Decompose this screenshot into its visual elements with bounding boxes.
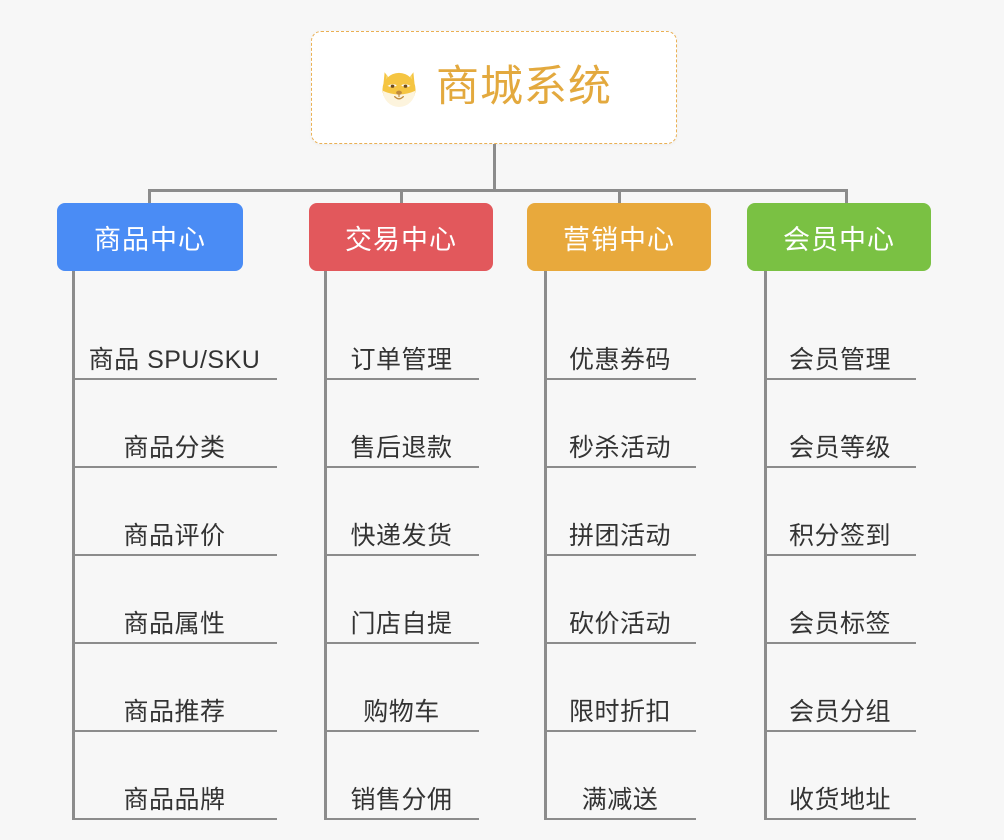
leaf-item[interactable]: 限时折扣: [544, 644, 696, 732]
shiba-dog-face-icon: [376, 65, 422, 111]
leaf-item-label: 会员管理: [788, 345, 891, 374]
leaf-item[interactable]: 销售分佣: [324, 732, 479, 820]
leaf-item-label: 快递发货: [350, 521, 453, 550]
leaf-item[interactable]: 商品推荐: [72, 644, 277, 732]
leaf-item[interactable]: 快递发货: [324, 468, 479, 556]
leaf-item-label: 优惠券码: [568, 345, 671, 374]
connector-drop-2: [400, 189, 403, 206]
leaf-item-label: 积分签到: [788, 521, 891, 550]
category-header-4[interactable]: 会员中心: [747, 203, 931, 271]
leaf-item-label: 商品推荐: [123, 697, 226, 726]
category-header-label: 营销中心: [563, 224, 675, 255]
leaf-item[interactable]: 订单管理: [324, 292, 479, 380]
connector-drop-4: [845, 189, 848, 206]
category-spine-3: [544, 271, 547, 820]
category-spine-2: [324, 271, 327, 820]
leaf-item-label: 订单管理: [350, 345, 453, 374]
leaf-item-label: 会员分组: [788, 697, 891, 726]
leaf-item-label: 收货地址: [788, 785, 891, 814]
root-title: 商城系统: [436, 63, 612, 111]
leaf-item[interactable]: 商品品牌: [72, 732, 277, 820]
category-header-label: 会员中心: [783, 224, 895, 255]
leaf-item[interactable]: 砍价活动: [544, 556, 696, 644]
leaf-item[interactable]: 商品评价: [72, 468, 277, 556]
leaf-item-label: 会员等级: [788, 433, 891, 462]
connector-root-stem: [493, 144, 496, 191]
leaf-item[interactable]: 秒杀活动: [544, 380, 696, 468]
leaf-item[interactable]: 会员管理: [764, 292, 916, 380]
leaf-item[interactable]: 积分签到: [764, 468, 916, 556]
category-header-2[interactable]: 交易中心: [309, 203, 493, 271]
leaf-item-label: 商品评价: [123, 521, 226, 550]
leaf-item-label: 会员标签: [788, 609, 891, 638]
connector-drop-1: [148, 189, 151, 206]
leaf-item-label: 商品品牌: [123, 785, 226, 814]
leaf-item-label: 砍价活动: [568, 609, 671, 638]
leaf-item[interactable]: 会员分组: [764, 644, 916, 732]
leaf-item[interactable]: 收货地址: [764, 732, 916, 820]
leaf-item[interactable]: 优惠券码: [544, 292, 696, 380]
leaf-item-label: 商品 SPU/SKU: [88, 345, 261, 374]
leaf-item-label: 秒杀活动: [568, 433, 671, 462]
leaf-item-label: 拼团活动: [568, 521, 671, 550]
leaf-item[interactable]: 会员标签: [764, 556, 916, 644]
leaf-item-label: 门店自提: [350, 609, 453, 638]
category-spine-4: [764, 271, 767, 820]
category-header-label: 交易中心: [345, 224, 457, 255]
leaf-item[interactable]: 购物车: [324, 644, 479, 732]
connector-horizontal-bar: [148, 189, 848, 192]
leaf-item-label: 限时折扣: [568, 697, 671, 726]
leaf-item[interactable]: 售后退款: [324, 380, 479, 468]
leaf-item[interactable]: 会员等级: [764, 380, 916, 468]
connector-drop-3: [618, 189, 621, 206]
leaf-item-label: 销售分佣: [350, 785, 453, 814]
leaf-item[interactable]: 商品分类: [72, 380, 277, 468]
leaf-item[interactable]: 拼团活动: [544, 468, 696, 556]
category-header-label: 商品中心: [94, 224, 206, 255]
category-header-1[interactable]: 商品中心: [57, 203, 243, 271]
leaf-item-label: 商品分类: [123, 433, 226, 462]
leaf-item[interactable]: 商品 SPU/SKU: [72, 292, 277, 380]
leaf-item-label: 购物车: [363, 697, 440, 726]
category-header-3[interactable]: 营销中心: [527, 203, 711, 271]
leaf-item[interactable]: 门店自提: [324, 556, 479, 644]
leaf-item-label: 售后退款: [350, 433, 453, 462]
leaf-item[interactable]: 商品属性: [72, 556, 277, 644]
root-node-mall-system[interactable]: 商城系统: [311, 31, 677, 144]
leaf-item-label: 满减送: [581, 785, 659, 814]
leaf-item[interactable]: 满减送: [544, 732, 696, 820]
leaf-item-label: 商品属性: [123, 609, 226, 638]
category-spine-1: [72, 271, 75, 820]
